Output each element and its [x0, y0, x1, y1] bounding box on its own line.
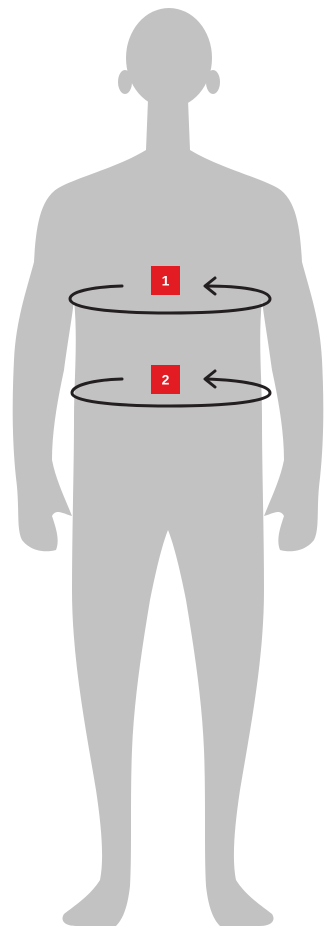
measurement-marker-1: 1: [151, 266, 180, 295]
body-outline-shape: [13, 100, 324, 926]
right-ear-shape: [206, 70, 220, 94]
head-shape: [126, 8, 212, 108]
marker-2-label: 2: [162, 372, 170, 388]
left-ear-shape: [118, 70, 132, 94]
marker-1-label: 1: [162, 273, 170, 289]
human-body-silhouette-icon: [13, 8, 324, 926]
measurement-marker-2: 2: [151, 365, 180, 394]
